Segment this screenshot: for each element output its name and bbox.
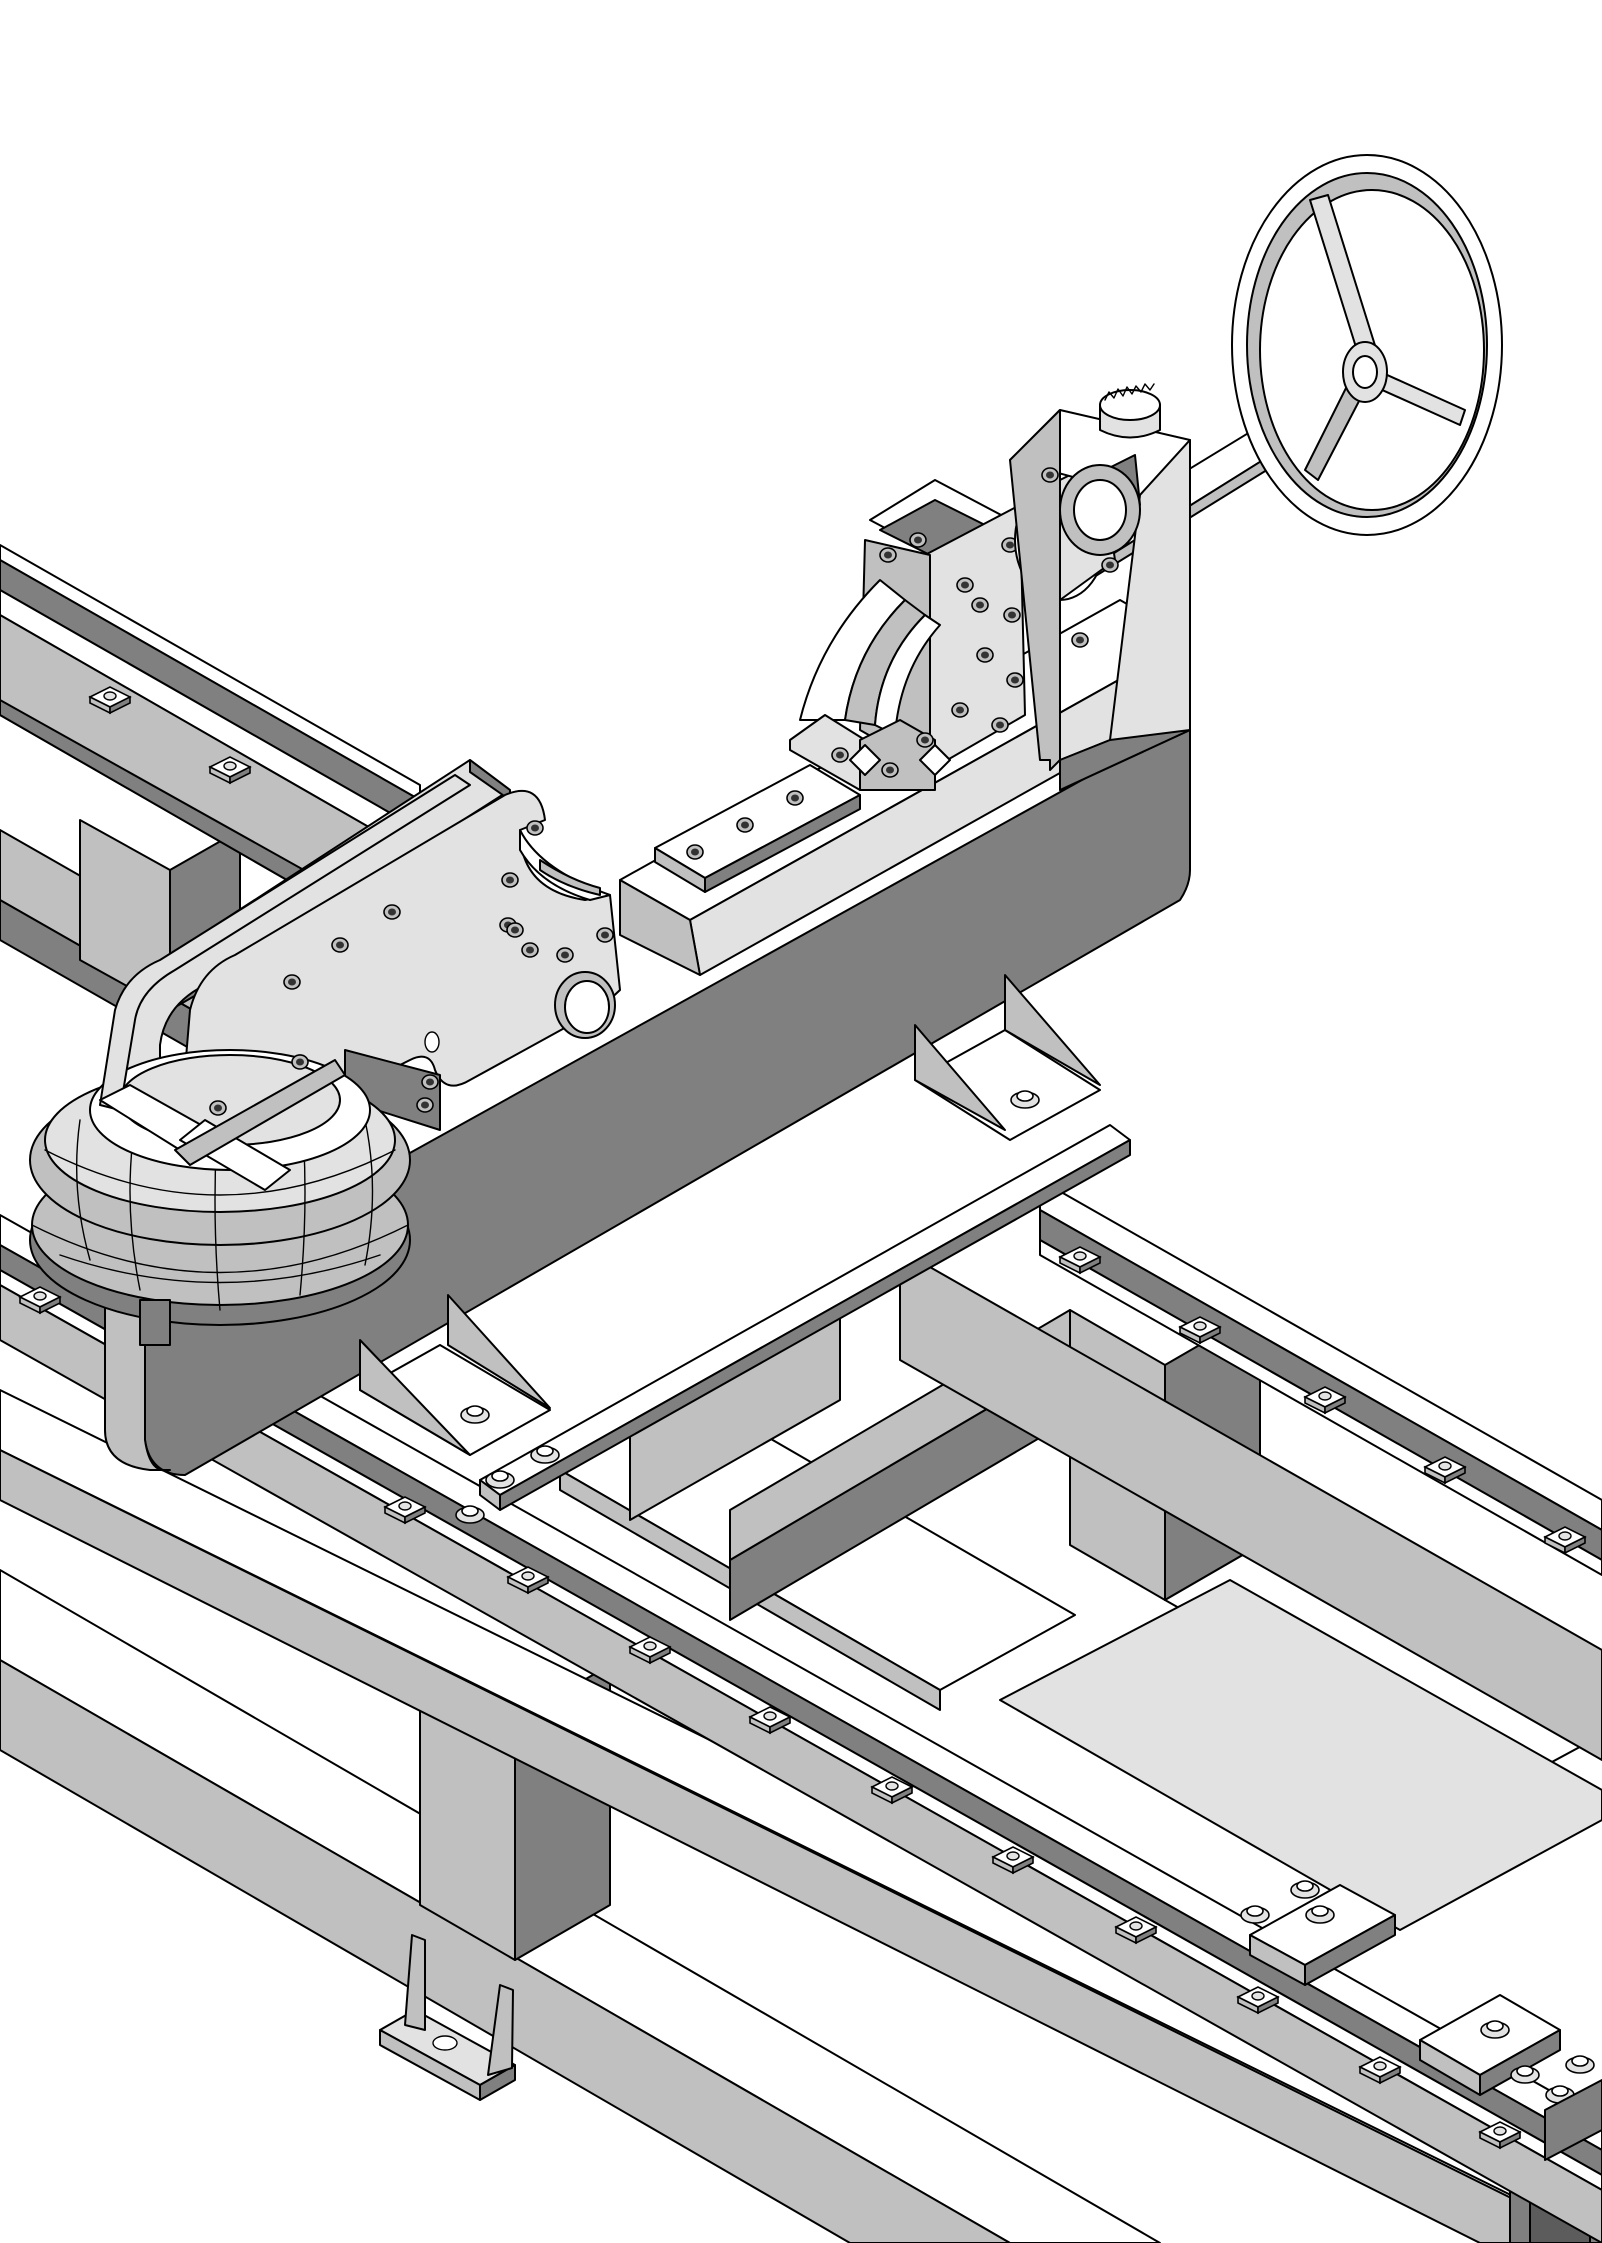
front-rail — [0, 1214, 1602, 2243]
jaw-base-plate — [99, 774, 471, 1191]
handwheel — [1231, 154, 1503, 536]
base-frame — [0, 819, 1602, 2243]
end-blocks — [1240, 1880, 1602, 2161]
knurled-knob — [1099, 383, 1161, 439]
air-spring — [29, 1049, 411, 1346]
gusset-brackets — [359, 974, 1101, 1456]
cross-plate — [455, 1124, 1131, 1524]
die-holder — [789, 479, 1026, 791]
floor-gusset — [379, 1934, 516, 2101]
right-rail — [899, 1179, 1602, 1761]
